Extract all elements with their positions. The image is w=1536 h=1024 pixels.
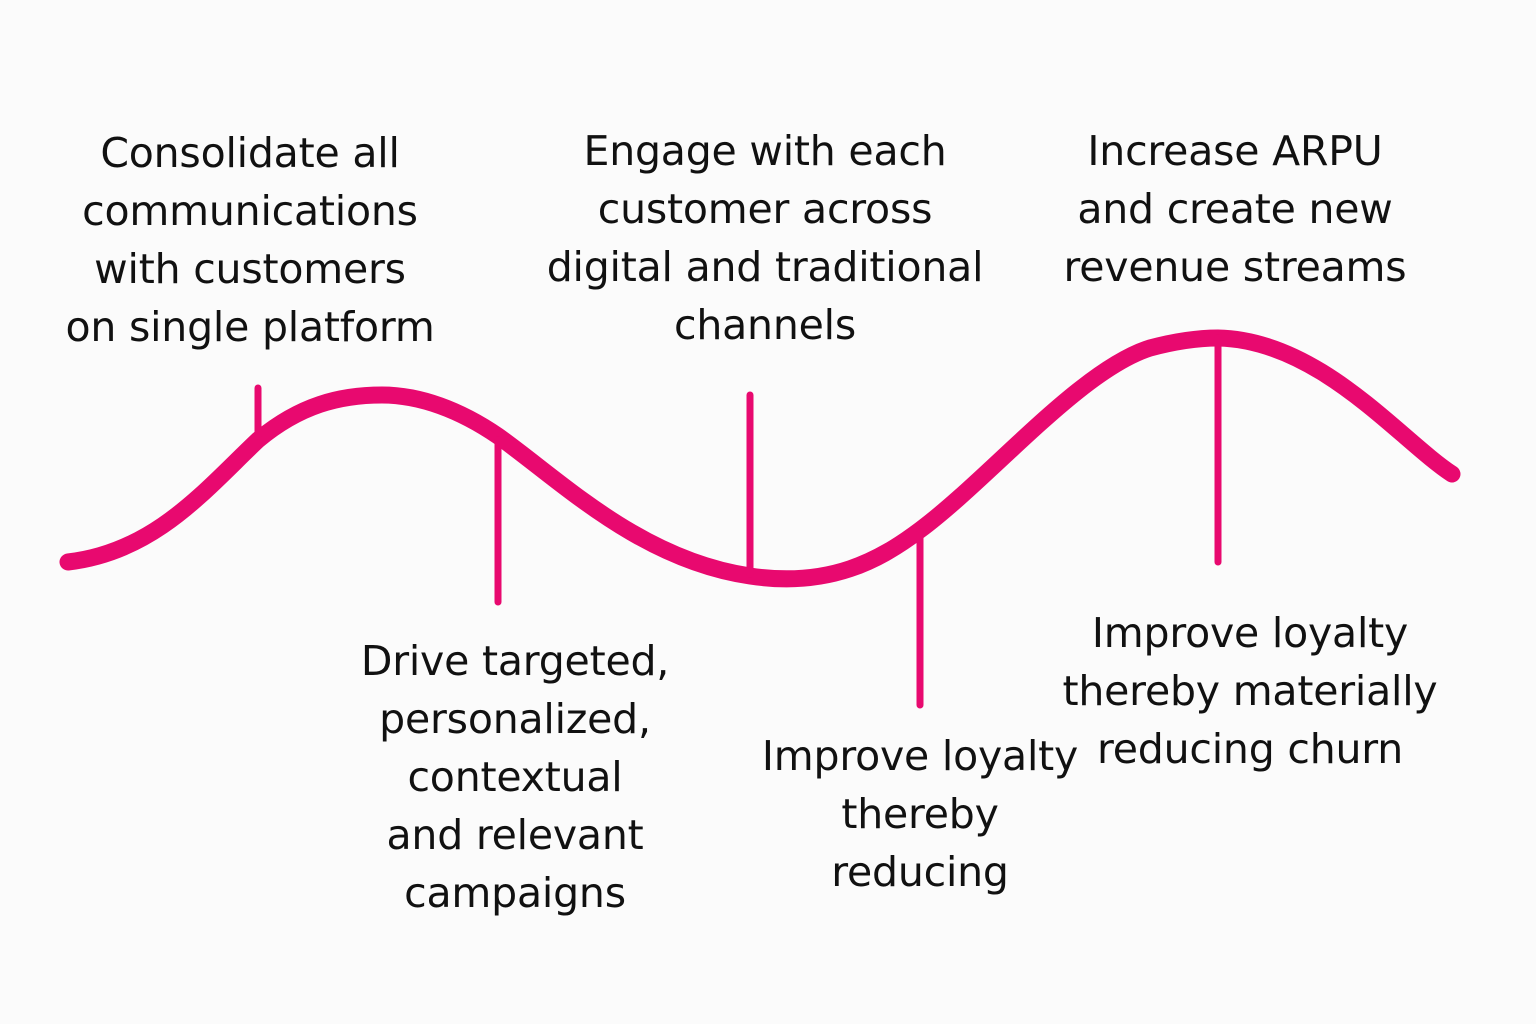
milestone-line: Drive targeted,: [360, 637, 670, 685]
milestone-line: Increase ARPU: [1087, 127, 1383, 175]
milestone-line: customer across: [597, 185, 933, 233]
milestone-line: and create new: [1077, 185, 1393, 233]
milestone-increase-arpu: Increase ARPU and create new revenue str…: [1040, 122, 1430, 296]
milestone-line: channels: [674, 301, 856, 349]
milestone-consolidate: Consolidate all communications with cust…: [50, 124, 450, 356]
milestone-line: reducing: [831, 848, 1009, 896]
milestone-line: Consolidate all: [100, 129, 400, 177]
milestone-line: with customers: [94, 245, 406, 293]
milestone-engage: Engage with each customer across digital…: [520, 122, 1010, 354]
milestone-line: on single platform: [65, 303, 435, 351]
milestone-improve-loyalty-short: Improve loyalty thereby reducing: [750, 727, 1090, 901]
milestone-line: campaigns: [404, 869, 626, 917]
milestone-line: personalized,: [379, 695, 651, 743]
milestone-line: thereby: [841, 790, 999, 838]
wave-curve: [59, 329, 1461, 588]
milestone-line: reducing churn: [1096, 725, 1403, 773]
milestone-line: revenue streams: [1063, 243, 1407, 291]
milestone-improve-loyalty-churn: Improve loyalty thereby materially reduc…: [1050, 604, 1450, 778]
milestone-line: and relevant: [386, 811, 644, 859]
milestone-line: contextual: [407, 753, 623, 801]
milestone-line: communications: [82, 187, 418, 235]
milestone-drive-targeted: Drive targeted, personalized, contextual…: [330, 632, 700, 922]
milestone-line: thereby materially: [1062, 667, 1438, 715]
milestone-line: Improve loyalty: [761, 732, 1079, 780]
milestone-line: Improve loyalty: [1091, 609, 1409, 657]
milestone-line: digital and traditional: [546, 243, 984, 291]
milestone-line: Engage with each: [583, 127, 947, 175]
